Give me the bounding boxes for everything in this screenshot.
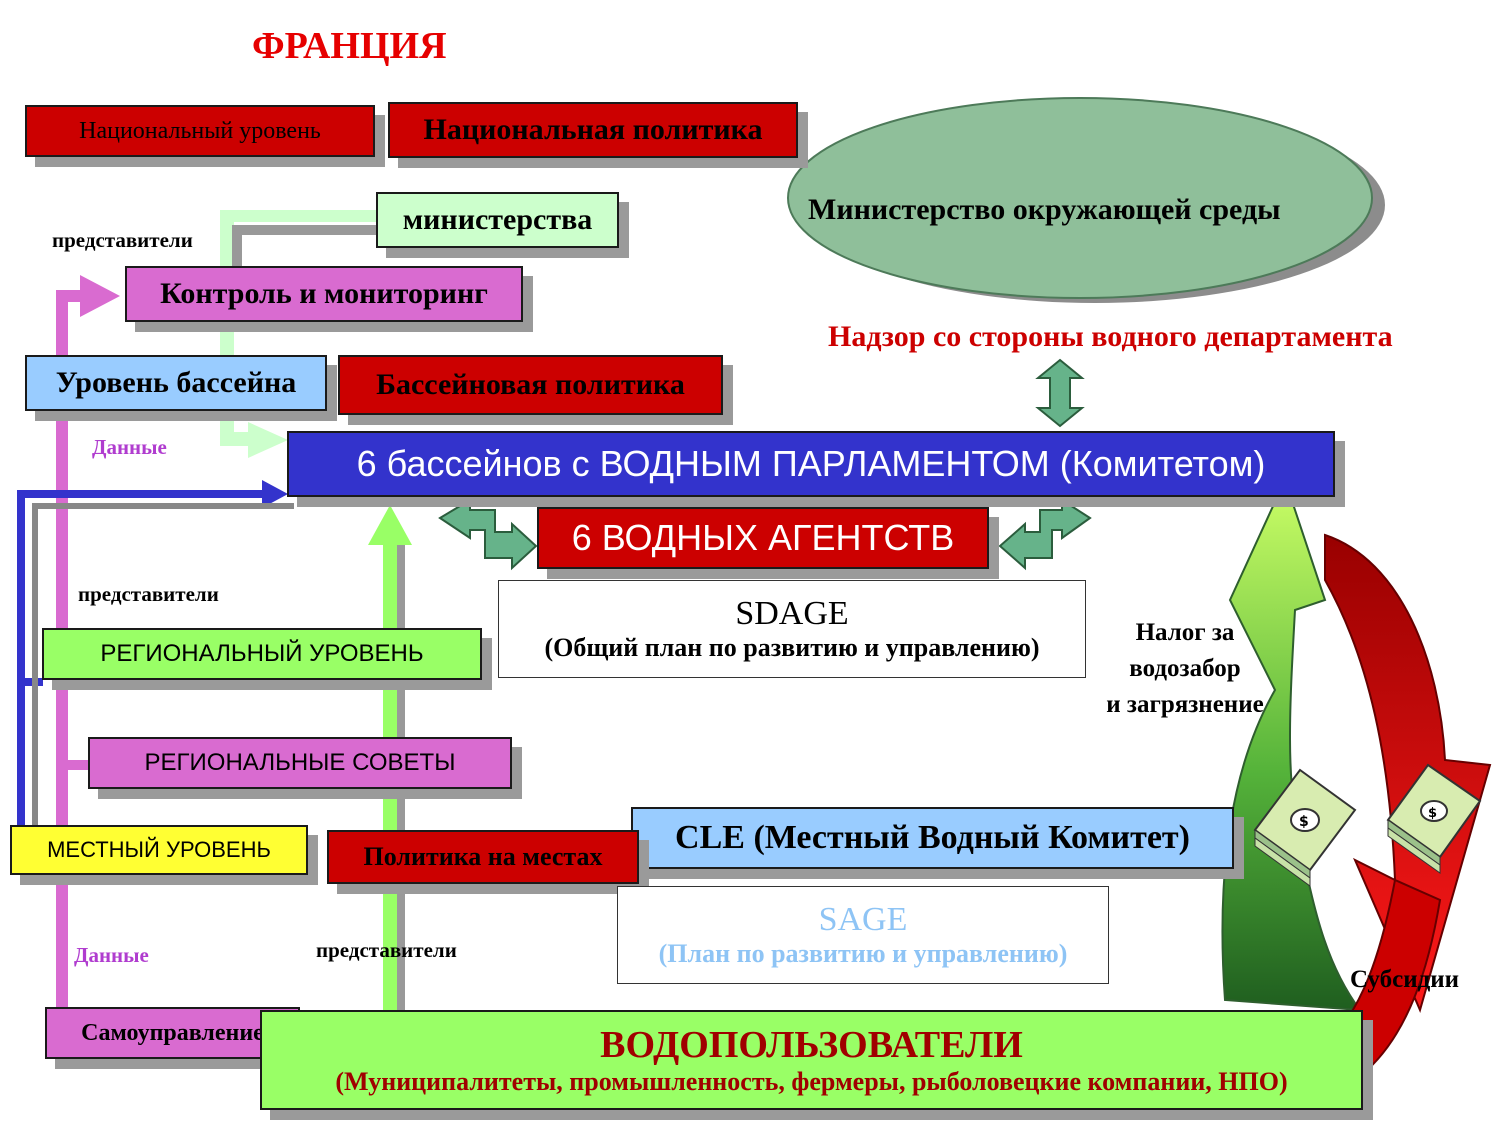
water-parliament-box: 6 бассейнов с ВОДНЫМ ПАРЛАМЕНТОМ (Комите… bbox=[287, 431, 1335, 497]
sage-subtitle: (План по развитию и управлению) bbox=[658, 939, 1068, 968]
money-stack-icon: $ bbox=[1253, 768, 1357, 887]
svg-text:$: $ bbox=[1299, 814, 1309, 830]
basin-level-label: Уровень бассейна bbox=[55, 366, 297, 399]
ministries-label: министерства bbox=[402, 203, 593, 236]
basin-policy-box: Бассейновая политика bbox=[338, 355, 723, 415]
water-users-title: ВОДОПОЛЬЗОВАТЕЛИ bbox=[600, 1024, 1023, 1066]
sdage-title: SDAGE bbox=[735, 595, 849, 632]
gray-connector-line bbox=[32, 503, 294, 825]
supervision-label: Надзор со стороны водного департамента bbox=[828, 320, 1393, 353]
ministry-ellipse bbox=[787, 97, 1385, 303]
representatives-label-top: представители bbox=[52, 228, 193, 252]
cle-label: CLE (Местный Водный Комитет) bbox=[675, 819, 1190, 856]
regional-level-box: РЕГИОНАЛЬНЫЙ УРОВЕНЬ bbox=[42, 628, 482, 680]
local-level-label: МЕСТНЫЙ УРОВЕНЬ bbox=[47, 837, 271, 862]
regional-level-label: РЕГИОНАЛЬНЫЙ УРОВЕНЬ bbox=[100, 640, 424, 667]
control-monitoring-label: Контроль и мониторинг bbox=[160, 277, 488, 310]
local-policy-label: Политика на местах bbox=[363, 842, 603, 871]
mint-connector-line bbox=[220, 210, 380, 458]
data-label-top: Данные bbox=[92, 435, 167, 459]
tax-label-line1: Налог за bbox=[1135, 619, 1235, 646]
regional-councils-label: РЕГИОНАЛЬНЫЕ СОВЕТЫ bbox=[144, 749, 456, 776]
tax-label: Налог за водозабор и загрязнение bbox=[1090, 615, 1280, 723]
regional-councils-box: РЕГИОНАЛЬНЫЕ СОВЕТЫ bbox=[88, 737, 512, 789]
water-users-box: ВОДОПОЛЬЗОВАТЕЛИ (Муниципалитеты, промыш… bbox=[260, 1010, 1363, 1110]
water-agencies-label: 6 ВОДНЫХ АГЕНТСТВ bbox=[571, 517, 955, 558]
tax-label-line2: водозабор bbox=[1129, 655, 1241, 682]
self-government-box: Самоуправление bbox=[45, 1007, 300, 1059]
subsidies-label: Субсидии bbox=[1350, 966, 1460, 993]
representatives-label-bottom: представители bbox=[316, 938, 457, 962]
water-parliament-label: 6 бассейнов с ВОДНЫМ ПАРЛАМЕНТОМ (Комите… bbox=[356, 443, 1266, 484]
money-stack-icon: $ bbox=[1386, 763, 1482, 874]
water-agencies-box: 6 ВОДНЫХ АГЕНТСТВ bbox=[537, 507, 989, 569]
agency-right-arrow-icon bbox=[998, 498, 1092, 571]
data-label-bottom: Данные bbox=[74, 943, 149, 967]
national-policy-box: Национальная политика bbox=[388, 102, 798, 158]
national-level-box: Национальный уровень bbox=[25, 105, 375, 157]
control-monitoring-box: Контроль и мониторинг bbox=[125, 266, 523, 322]
double-arrow-icon bbox=[1035, 358, 1085, 428]
self-government-label: Самоуправление bbox=[81, 1019, 264, 1046]
agency-left-arrow-icon bbox=[438, 498, 538, 571]
svg-text:$: $ bbox=[1428, 806, 1437, 821]
sdage-box: SDAGE (Общий план по развитию и управлен… bbox=[498, 580, 1086, 678]
local-policy-box: Политика на местах bbox=[327, 830, 639, 884]
representatives-label-mid: представители bbox=[78, 582, 219, 606]
page-title: ФРАНЦИЯ bbox=[252, 25, 447, 67]
ministry-env-label: Министерство окружающей среды bbox=[808, 193, 1281, 226]
basin-level-box: Уровень бассейна bbox=[25, 355, 327, 411]
basin-policy-label: Бассейновая политика bbox=[376, 368, 685, 401]
tax-label-line3: и загрязнение bbox=[1106, 691, 1264, 718]
sage-title: SAGE bbox=[818, 901, 908, 938]
water-users-subtitle: (Муниципалитеты, промышленность, фермеры… bbox=[335, 1067, 1288, 1096]
national-policy-label: Национальная политика bbox=[423, 113, 763, 146]
national-level-label: Национальный уровень bbox=[79, 117, 321, 144]
ministries-box: министерства bbox=[376, 192, 619, 248]
local-level-box: МЕСТНЫЙ УРОВЕНЬ bbox=[10, 825, 308, 875]
sdage-subtitle: (Общий план по развитию и управлению) bbox=[544, 633, 1040, 662]
sage-box: SAGE (План по развитию и управлению) bbox=[617, 886, 1109, 984]
cle-box: CLE (Местный Водный Комитет) bbox=[631, 807, 1234, 869]
